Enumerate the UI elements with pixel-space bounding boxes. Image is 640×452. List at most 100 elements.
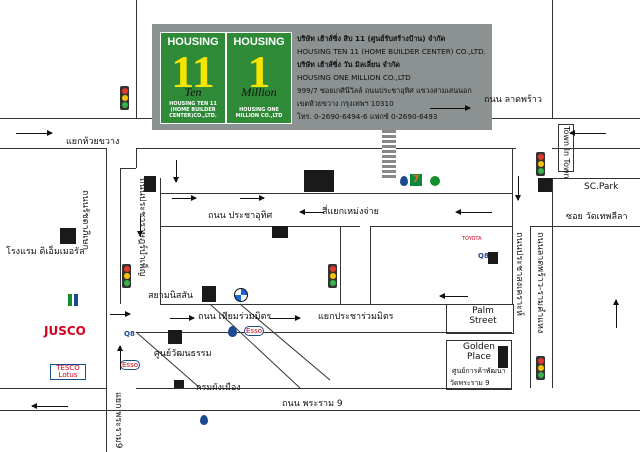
header-line-2: HOUSING TEN 11 (HOME BUILDER CENTER) CO.… <box>297 47 486 56</box>
ptt-icon <box>228 326 237 337</box>
road-block-top <box>120 168 136 169</box>
label-palm-street: Palm Street <box>469 306 497 326</box>
bmw-icon <box>234 288 248 302</box>
arrow-down-icon <box>173 160 179 183</box>
label-rama9-left: แยก พระราม9 <box>113 392 123 449</box>
traffic-light-icon <box>328 264 337 288</box>
road-lat-phrao-lower-right <box>552 148 640 149</box>
ptt-icon-2 <box>400 176 408 186</box>
road-lat-phrao-upper-right <box>492 118 640 119</box>
road-lat-phrao-lower-left <box>0 148 106 149</box>
q8-logo-2: Q8 <box>478 252 489 260</box>
road-top-left-vert <box>136 0 137 118</box>
road-block-right2-right <box>512 148 513 304</box>
label-ramkhamhaeng: ถนนลาดพร้าว-รามคำแหง <box>535 232 545 334</box>
traffic-light-icon <box>120 86 129 110</box>
arrow-left-icon <box>299 209 324 215</box>
road-lat-phrao-lower-mid <box>136 148 516 149</box>
arrow-left-icon <box>455 209 492 215</box>
label-hotel: โรงแรม ดิเอ็มเมอรัล <box>6 247 85 257</box>
ptt-icon-3 <box>200 415 208 425</box>
label-siam-nissan: สยามนิสสัน <box>148 291 194 301</box>
building-2 <box>304 170 334 192</box>
header-line-6: เขตห้วยขวาง กรุงเทพฯ 10310 <box>297 99 394 108</box>
jusco-logo: JUSCO <box>44 324 86 338</box>
label-golden-place: Golden Place <box>463 342 495 362</box>
label-dept: กรมผังเมือง <box>196 383 241 393</box>
logo-left-sub: HOUSING TEN 11 (HOME BUILDER CENTER)CO.,… <box>169 101 217 119</box>
building-sc-park <box>538 178 552 192</box>
road-mid-vert-right <box>370 226 371 304</box>
housing-one-million-logo: HOUSING 1 Million HOUSING ONE MILLION CO… <box>226 32 292 124</box>
arrow-right-icon <box>270 315 301 321</box>
logo-right-sub: HOUSING ONE MILLION CO.,LTD <box>235 107 283 119</box>
road-right-vert-1 <box>530 226 531 388</box>
road-rama9-upper <box>0 388 106 389</box>
company-pointer <box>382 130 396 178</box>
golden-place-box <box>446 340 512 390</box>
road-mid-vert-left <box>340 226 341 304</box>
company-header: HOUSING 11 Ten HOUSING TEN 11 (HOME BUIL… <box>152 24 492 130</box>
traffic-light-icon <box>122 264 131 288</box>
header-line-5: 999/7 ซอยเกศินีวิลล์ ถนนประชาอุทิศ แขวงส… <box>297 86 472 95</box>
label-thiam-ruam-mit: ถนน เทียมร่วมมิตร <box>198 312 272 322</box>
building-hotel <box>60 228 76 244</box>
label-pracha-rat-bamphen: ถนนประชาราษฎร์บำเพ็ญ <box>137 178 147 277</box>
header-line-3: บริษัท เฮ้าส์ซิ่ง วัน มิลเลี่ยน จำกัด <box>297 60 400 69</box>
esso-logo-2: Esso <box>244 326 264 336</box>
logo-left-number: 11 <box>171 46 215 97</box>
logo-left-script: Ten <box>184 85 202 99</box>
logo-right-title: HOUSING <box>233 36 285 48</box>
housing-ten-logo: HOUSING 11 Ten HOUSING TEN 11 (HOME BUIL… <box>160 32 226 124</box>
label-pracha-songkhro: ถนนประชาสงเคราะห์ <box>514 232 524 316</box>
building-cultural <box>168 330 182 344</box>
arrow-left-icon <box>439 293 468 299</box>
esso-logo-1: Esso <box>120 360 140 370</box>
arrow-right-icon <box>110 311 131 317</box>
palm-street-box <box>446 304 514 334</box>
arrow-left-icon <box>569 130 606 136</box>
arrow-left-icon <box>31 403 68 409</box>
building-q8 <box>488 252 498 264</box>
label-si-yaek-mengjai: สี่แยกเหม่งจ่าย <box>322 207 379 217</box>
road-right-horiz-2 <box>552 178 640 179</box>
road-rama9-upper-mid <box>136 388 512 389</box>
arrow-right-icon <box>170 315 195 321</box>
toyota-logo: TOYOTA <box>462 236 482 242</box>
building-nissan <box>202 286 216 302</box>
road-rama9-lower <box>0 410 640 411</box>
kasikorn-icon <box>430 176 440 186</box>
road-block-right <box>160 178 161 304</box>
label-ratchada: ถนนรัชดาภิเษก <box>80 190 90 250</box>
carrefour-icon <box>68 294 78 306</box>
label-yaek-pracha-ruam-mit: แยกประชาร่วมมิตร <box>318 312 394 322</box>
arrow-up-icon <box>117 345 123 370</box>
arrow-up-icon <box>613 299 619 328</box>
label-pracha-uthit: ถนน ประชาอุทิศ <box>208 211 273 221</box>
label-sc-park: SC.Park <box>584 182 619 192</box>
road-thiam-ruam-mit-lower <box>136 332 512 333</box>
arrow-right-icon <box>172 195 197 201</box>
building-3 <box>272 226 288 238</box>
traffic-light-icon <box>536 356 545 380</box>
arrow-right-icon <box>240 195 265 201</box>
road-block-left <box>120 168 121 304</box>
road-ratchada-right <box>136 148 137 168</box>
town-in-town-box <box>558 124 574 172</box>
label-soi-wat-thep-lila: ซอย วัดเทพลีลา <box>566 212 628 222</box>
label-rama9-temple: วัดพระราม 9 <box>450 379 490 387</box>
arrow-down-icon <box>515 176 521 201</box>
road-lat-phrao-upper <box>0 118 158 119</box>
building-1 <box>144 176 156 192</box>
seven-eleven-logo: 7 <box>410 174 422 186</box>
tesco-lotus-logo: TESCO Lotus <box>50 364 86 380</box>
header-line-4: HOUSING ONE MILLION CO.,LTD <box>297 73 411 82</box>
building-dept <box>174 380 184 388</box>
logo-left-title: HOUSING <box>167 36 219 48</box>
label-yaek-huai-khwang: แยกห้วยขวาง <box>66 137 120 147</box>
header-line-7: โทร. 0-2690-6494-6 แฟกซ์ 0-2690-6493 <box>297 112 438 121</box>
q8-logo-1: Q8 <box>124 330 135 338</box>
road-pracha-uthit-upper <box>160 193 512 194</box>
road-right-vert-2 <box>552 178 553 388</box>
